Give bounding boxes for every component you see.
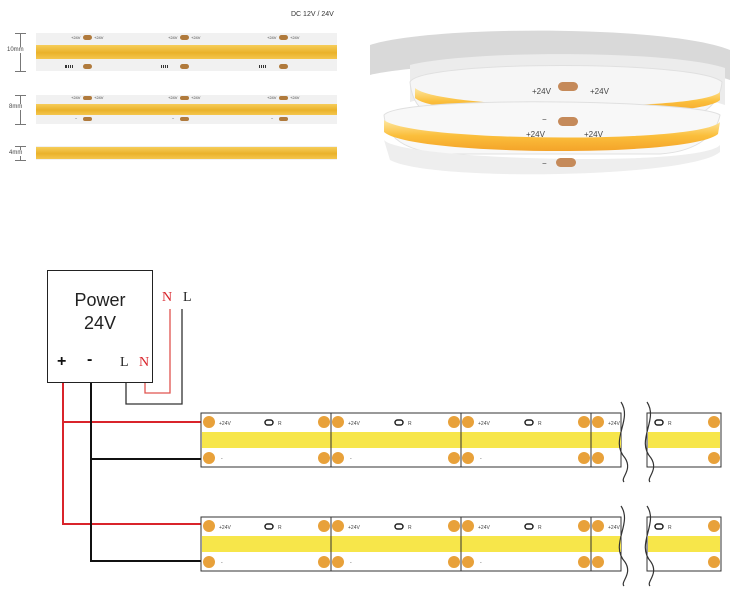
solder-pad: [83, 35, 92, 40]
solder-pad: [180, 96, 189, 100]
strip-1-pads: [203, 416, 720, 464]
solder-pad: [83, 64, 92, 69]
input-l-top-label: L: [183, 290, 192, 305]
power-supply-title: Power: [74, 290, 126, 310]
photo-solder-pad: [556, 158, 576, 167]
break-marks: [618, 401, 655, 587]
pad-label: +24V: [267, 35, 277, 40]
strip-reel-photo: +24V +24V +24V +24V − −: [370, 20, 740, 180]
photo-solder-pad: [558, 82, 578, 91]
pad-label: +24V: [191, 95, 201, 100]
voltage-label: DC 12V / 24V: [291, 11, 334, 18]
segment-pos-label: +24V: [348, 525, 360, 531]
pad-label: +24V: [267, 95, 277, 100]
pad-label-negative: −: [172, 116, 175, 121]
resistor-icons: [264, 419, 664, 530]
photo-label-pos: +24V: [584, 130, 604, 139]
pad-label: +24V: [290, 35, 300, 40]
width-8mm-label: 8mm: [9, 104, 23, 110]
resistor-label: R: [278, 421, 282, 427]
resistor-mark: [65, 65, 73, 68]
solder-pad: [83, 96, 92, 100]
solder-pad: [83, 117, 92, 121]
power-supply: Power 24V + - L N: [47, 270, 153, 383]
photo-label-neg: −: [542, 115, 547, 124]
pad-label-negative: −: [75, 116, 78, 121]
minus-terminal-label: -: [87, 351, 93, 368]
resistor-label: R: [538, 525, 542, 531]
dimension-cap: [15, 160, 26, 161]
resistor-label: R: [668, 421, 672, 427]
segment-neg-label: -: [221, 456, 223, 462]
resistor-label: R: [408, 421, 412, 427]
pad-label: +24V: [71, 35, 81, 40]
input-l-label: L: [120, 355, 129, 370]
segment-neg-label: -: [221, 560, 223, 566]
pad-label: +24V: [290, 95, 300, 100]
segment-pos-label: +24V: [478, 421, 490, 427]
pad-label: +24V: [191, 35, 201, 40]
pad-label: +24V: [71, 95, 81, 100]
solder-pad: [279, 35, 288, 40]
segment-neg-label: -: [350, 560, 352, 566]
wire-positive-strip2: [62, 376, 208, 525]
strip-4mm: [36, 146, 337, 160]
plus-terminal-label: +: [57, 353, 67, 370]
resistor-mark: [259, 65, 267, 68]
segment-pos-label: +24V: [219, 525, 231, 531]
solder-pad: [279, 64, 288, 69]
segment-pos-label: +24V: [608, 525, 620, 531]
pad-label: +24V: [168, 35, 178, 40]
wire-l: [125, 309, 183, 405]
segment-pos-label: +24V: [219, 421, 231, 427]
dimension-cap: [15, 71, 26, 72]
segment-neg-label: -: [480, 560, 482, 566]
pad-label-negative: −: [271, 116, 274, 121]
solder-pad: [180, 64, 189, 69]
photo-label-neg: −: [542, 159, 547, 168]
segment-neg-label: -: [350, 456, 352, 462]
photo-solder-pad: [558, 117, 578, 126]
resistor-label: R: [668, 525, 672, 531]
led-strip-2: [200, 516, 722, 572]
input-n-top-label: N: [162, 290, 173, 305]
pad-label: +24V: [168, 95, 178, 100]
pad-label: +24V: [94, 35, 104, 40]
strip-2-pads: [203, 520, 720, 568]
width-4mm-label: 4mm: [9, 150, 23, 156]
photo-label-pos: +24V: [590, 87, 610, 96]
dimension-cap: [15, 124, 26, 125]
solder-pad: [279, 117, 288, 121]
width-10mm-label: 10mm: [7, 47, 24, 53]
resistor-label: R: [408, 525, 412, 531]
power-supply-voltage: 24V: [83, 313, 117, 333]
segment-pos-label: +24V: [608, 421, 620, 427]
segment-pos-label: +24V: [348, 421, 360, 427]
wire-negative-strip2: [90, 376, 208, 562]
photo-label-pos: +24V: [526, 130, 546, 139]
led-strip-1: [200, 412, 722, 468]
cut-lines: [330, 413, 592, 571]
photo-label-pos: +24V: [532, 87, 552, 96]
resistor-label: R: [278, 525, 282, 531]
led-band: [36, 147, 337, 159]
led-band: [36, 45, 337, 59]
resistor-label: R: [538, 421, 542, 427]
input-n-label: N: [139, 355, 150, 370]
solder-pad: [180, 117, 189, 121]
solder-pad: [279, 96, 288, 100]
resistor-mark: [161, 65, 169, 68]
solder-pad: [180, 35, 189, 40]
pad-label: +24V: [94, 95, 104, 100]
strip-10mm: +24V +24V +24V +24V +24V +24V: [36, 33, 337, 71]
segment-neg-label: -: [480, 456, 482, 462]
segment-pos-label: +24V: [478, 525, 490, 531]
strip-8mm: +24V +24V +24V +24V +24V +24V − − −: [36, 95, 337, 124]
led-band: [36, 104, 337, 115]
